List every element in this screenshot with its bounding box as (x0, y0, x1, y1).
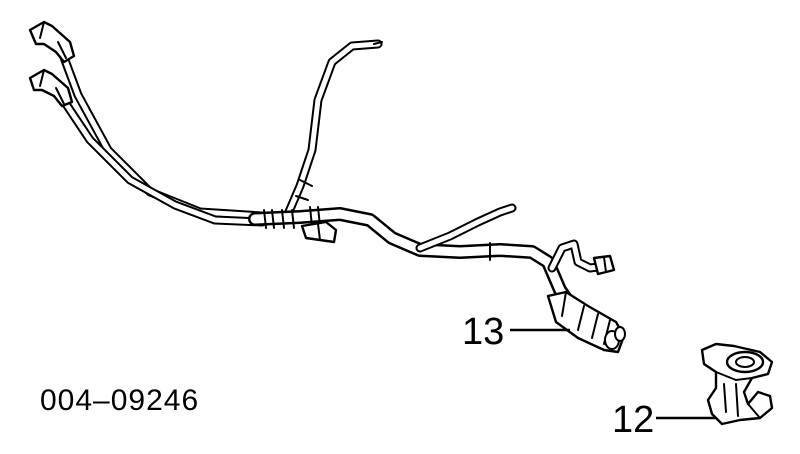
wiring-harness (28, 20, 626, 354)
callout-label-13: 13 (462, 311, 504, 353)
connector-part (700, 342, 774, 426)
callout-13: 13 (462, 311, 570, 353)
callout-label-12: 12 (612, 399, 654, 441)
wire-terminal-top-icon (373, 41, 383, 45)
harness-main-trunk (248, 207, 607, 339)
plug-connector-upper-icon (28, 20, 76, 64)
callout-12: 12 (612, 399, 716, 441)
harness-wire-upper-a (57, 47, 267, 221)
diagram-reference-number: 004–09246 (40, 384, 199, 417)
harness-wire-branch-right (415, 203, 517, 253)
harness-clip-icon (300, 220, 338, 244)
harness-end-connector-icon (546, 290, 626, 354)
harness-wire-branch-top (283, 39, 383, 219)
harness-wire-loop-right (547, 239, 611, 273)
harness-wire-upper-b (57, 93, 267, 227)
small-connector-right-icon (592, 254, 616, 276)
plug-connector-lower-icon (28, 68, 74, 108)
